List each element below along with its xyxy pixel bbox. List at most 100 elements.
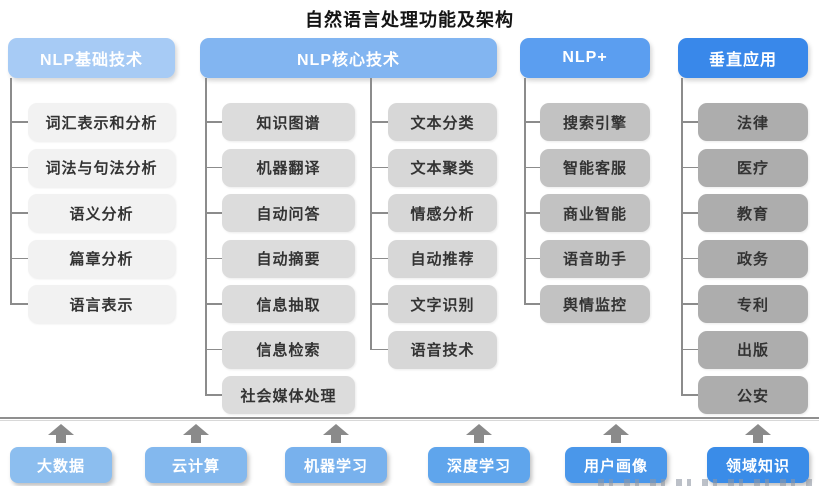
tree-row: 文字识别: [370, 285, 497, 323]
arrow-stem: [331, 435, 341, 443]
tech-node: 信息检索: [222, 330, 355, 369]
trunk-line-col2-left: [205, 78, 207, 395]
tree-row: 搜索引擎: [524, 103, 650, 141]
trunk-line-col2-right: [370, 78, 372, 350]
up-arrow-icon: [745, 424, 771, 444]
arrow-stem: [191, 435, 201, 443]
branch-line: [370, 212, 388, 214]
tech-node: 文本聚类: [388, 148, 497, 187]
branch-line: [205, 257, 222, 260]
branch-line: [681, 166, 698, 169]
arrow-head: [183, 424, 209, 435]
branch-line: [10, 166, 28, 169]
arrow-head: [48, 424, 74, 435]
branch-line: [205, 394, 222, 396]
tree-row: 自动摘要: [205, 239, 355, 278]
tree-row: 法律: [681, 103, 808, 141]
tech-node: 语音技术: [388, 330, 497, 369]
tree-row: 机器翻译: [205, 148, 355, 187]
app-node: 公安: [698, 376, 808, 414]
foundation-node-machine-learning: 机器学习: [285, 447, 387, 483]
branch-line: [681, 212, 698, 214]
tech-node: 信息抽取: [222, 285, 355, 323]
tech-node: 文字识别: [388, 285, 497, 323]
branch-line: [370, 166, 388, 169]
tree-row: 语音助手: [524, 239, 650, 278]
branch-line: [10, 121, 28, 123]
trunk-line-col3: [524, 78, 526, 304]
arrow-head: [603, 424, 629, 435]
tree-row: 自动问答: [205, 194, 355, 232]
up-arrow-icon: [323, 424, 349, 444]
tech-node: 自动摘要: [222, 239, 355, 278]
tree-row: 社会媒体处理: [205, 376, 355, 414]
tech-node: 情感分析: [388, 194, 497, 232]
tech-node: 自动问答: [222, 194, 355, 232]
foundation-node-domain-knowledge: 领域知识: [707, 447, 809, 483]
tree-row: 篇章分析: [10, 239, 175, 278]
divider-line: [0, 417, 819, 419]
tree-row: 词汇表示和分析: [10, 103, 175, 141]
branch-line: [205, 348, 222, 351]
column-vertical-apps: 法律 医疗 教育 政务 专利 出版 公安: [681, 103, 808, 422]
up-arrow-icon: [48, 424, 74, 444]
tree-row: 语音技术: [370, 330, 497, 369]
column-nlp-basic: 词汇表示和分析 词法与句法分析 语义分析 篇章分析 语言表示: [10, 103, 175, 331]
app-node: 政务: [698, 239, 808, 278]
foundation-node-deep-learning: 深度学习: [428, 447, 530, 483]
tree-row: 舆情监控: [524, 285, 650, 323]
branch-line: [524, 212, 540, 214]
watermark-clipped: [598, 479, 813, 486]
tree-row: 情感分析: [370, 194, 497, 232]
branch-line: [10, 257, 28, 260]
branch-line: [10, 212, 28, 214]
tech-node: 文本分类: [388, 103, 497, 141]
column-nlp-core-left: 知识图谱 机器翻译 自动问答 自动摘要 信息抽取 信息检索 社会媒体处理: [205, 103, 355, 422]
column-nlp-plus: 搜索引擎 智能客服 商业智能 语音助手 舆情监控: [524, 103, 650, 331]
tree-row: 词法与句法分析: [10, 148, 175, 187]
app-node: 专利: [698, 285, 808, 323]
up-arrow-icon: [603, 424, 629, 444]
arrow-head: [466, 424, 492, 435]
tree-row: 医疗: [681, 148, 808, 187]
tech-node: 智能客服: [540, 148, 650, 187]
app-node: 教育: [698, 194, 808, 232]
tree-row: 知识图谱: [205, 103, 355, 141]
branch-line: [205, 212, 222, 214]
tech-node: 词法与句法分析: [28, 148, 175, 187]
foundation-node-cloud-computing: 云计算: [145, 447, 247, 483]
tech-node: 搜索引擎: [540, 103, 650, 141]
branch-line: [370, 303, 388, 305]
branch-line: [524, 257, 540, 260]
branch-line: [10, 303, 28, 305]
tech-node: 语言表示: [28, 285, 175, 323]
column-header-nlp-plus: NLP+: [520, 38, 650, 78]
branch-line: [205, 121, 222, 123]
branch-line: [524, 121, 540, 123]
branch-line: [681, 303, 698, 305]
column-header-nlp-basic: NLP基础技术: [8, 38, 175, 78]
tech-node: 语音助手: [540, 239, 650, 278]
tree-row: 文本聚类: [370, 148, 497, 187]
branch-line: [205, 166, 222, 169]
tech-node: 社会媒体处理: [222, 376, 355, 414]
tech-node: 舆情监控: [540, 285, 650, 323]
diagram-title: 自然语言处理功能及架构: [305, 10, 514, 30]
tree-row: 语言表示: [10, 285, 175, 323]
column-header-nlp-core: NLP核心技术: [200, 38, 497, 78]
tech-node: 语义分析: [28, 194, 175, 232]
branch-line: [370, 121, 388, 123]
tech-node: 商业智能: [540, 194, 650, 232]
branch-line: [205, 303, 222, 305]
tree-row: 教育: [681, 194, 808, 232]
branch-line: [681, 348, 698, 351]
foundation-node-user-profile: 用户画像: [565, 447, 667, 483]
tree-row: 语义分析: [10, 194, 175, 232]
up-arrow-icon: [466, 424, 492, 444]
arrow-stem: [56, 435, 66, 443]
column-nlp-core-right: 文本分类 文本聚类 情感分析 自动推荐 文字识别 语音技术: [370, 103, 497, 376]
tree-row: 自动推荐: [370, 239, 497, 278]
tree-row: 信息抽取: [205, 285, 355, 323]
divider-line-shadow: [0, 420, 819, 421]
